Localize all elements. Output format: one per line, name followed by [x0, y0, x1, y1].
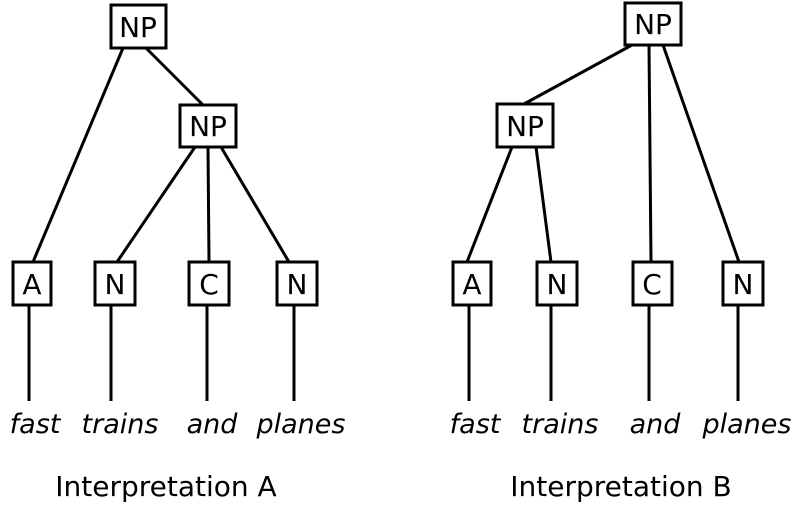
word-b-trains: trains	[522, 409, 599, 440]
word-a-and: and	[187, 409, 239, 440]
caption-interpretation-b: Interpretation B	[510, 470, 732, 503]
node-label: A	[22, 268, 41, 301]
edge-a-root-to-a	[31, 47, 125, 263]
node-label: N	[733, 268, 754, 301]
node-b-leaf-adjective: A	[451, 260, 493, 307]
word-a-trains: trains	[82, 409, 159, 440]
edge-a-innernp-to-c	[206, 146, 211, 263]
node-label: A	[462, 268, 481, 301]
node-label: N	[287, 268, 308, 301]
node-box	[187, 260, 231, 307]
edge-b-root-to-c	[647, 44, 653, 263]
tree-interpretation-a: NP NP A N C N	[10, 3, 346, 503]
node-a-leaf-noun2: N	[275, 260, 319, 307]
node-box	[623, 1, 683, 47]
node-box	[451, 260, 493, 307]
edge-b-innernp-to-a	[465, 146, 514, 263]
word-a-fast: fast	[10, 409, 62, 440]
node-b-leaf-conjunction: C	[631, 260, 674, 307]
node-a-leaf-adjective: A	[11, 260, 53, 307]
node-box	[495, 102, 555, 149]
edge-b-innernp-to-n1	[534, 146, 553, 263]
caption-interpretation-a: Interpretation A	[55, 470, 276, 503]
word-b-planes: planes	[702, 409, 792, 440]
edge-a-root-to-innernp	[144, 46, 205, 107]
node-box	[178, 103, 238, 149]
node-label: C	[199, 268, 219, 301]
node-label: NP	[119, 11, 157, 44]
node-box	[535, 260, 579, 307]
node-a-root-np: NP	[109, 3, 168, 50]
node-a-leaf-noun1: N	[93, 260, 137, 307]
edge-a-innernp-to-n2	[219, 146, 291, 263]
edge-b-root-to-innernp	[523, 43, 633, 106]
node-a-inner-np: NP	[178, 103, 238, 149]
node-label: NP	[189, 110, 227, 143]
node-b-leaf-noun2: N	[721, 260, 765, 307]
node-label: C	[642, 268, 662, 301]
node-box	[109, 3, 168, 50]
node-b-root-np: NP	[623, 1, 683, 47]
node-box	[275, 260, 319, 307]
node-label: NP	[506, 110, 544, 143]
node-label: NP	[634, 8, 672, 41]
edge-b-root-to-n2	[661, 44, 741, 263]
edge-a-innernp-to-n1	[115, 146, 197, 263]
node-b-leaf-noun1: N	[535, 260, 579, 307]
word-b-fast: fast	[450, 409, 502, 440]
node-b-inner-np: NP	[495, 102, 555, 149]
tree-interpretation-b: NP NP A N C N	[450, 1, 792, 503]
node-box	[11, 260, 53, 307]
node-a-leaf-conjunction: C	[187, 260, 231, 307]
word-a-planes: planes	[256, 409, 346, 440]
node-label: N	[105, 268, 126, 301]
word-b-and: and	[630, 409, 682, 440]
node-box	[721, 260, 765, 307]
node-label: N	[547, 268, 568, 301]
node-box	[93, 260, 137, 307]
node-box	[631, 260, 674, 307]
